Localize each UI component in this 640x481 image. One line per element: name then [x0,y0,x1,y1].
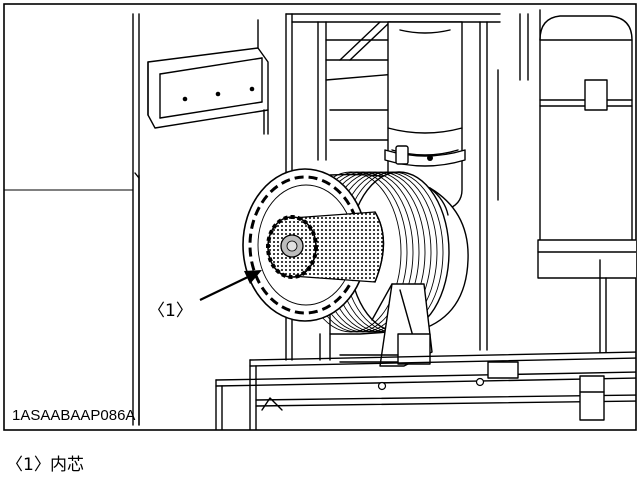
callout-arrow [199,270,262,301]
base-frame [215,259,636,430]
callout-label: 〈1〉 [148,301,193,321]
inner-element [266,211,385,283]
hose-clamp [384,145,466,167]
left-wall-panel [4,13,140,426]
caption-label: 〈1〉 [6,455,51,475]
drawing-code: 1ASAABAAP086A [12,407,135,424]
caption-text: 内芯 [50,455,84,475]
mounting-bracket [147,19,269,135]
cylinder-tank [537,9,636,279]
support-bracket [339,283,433,367]
